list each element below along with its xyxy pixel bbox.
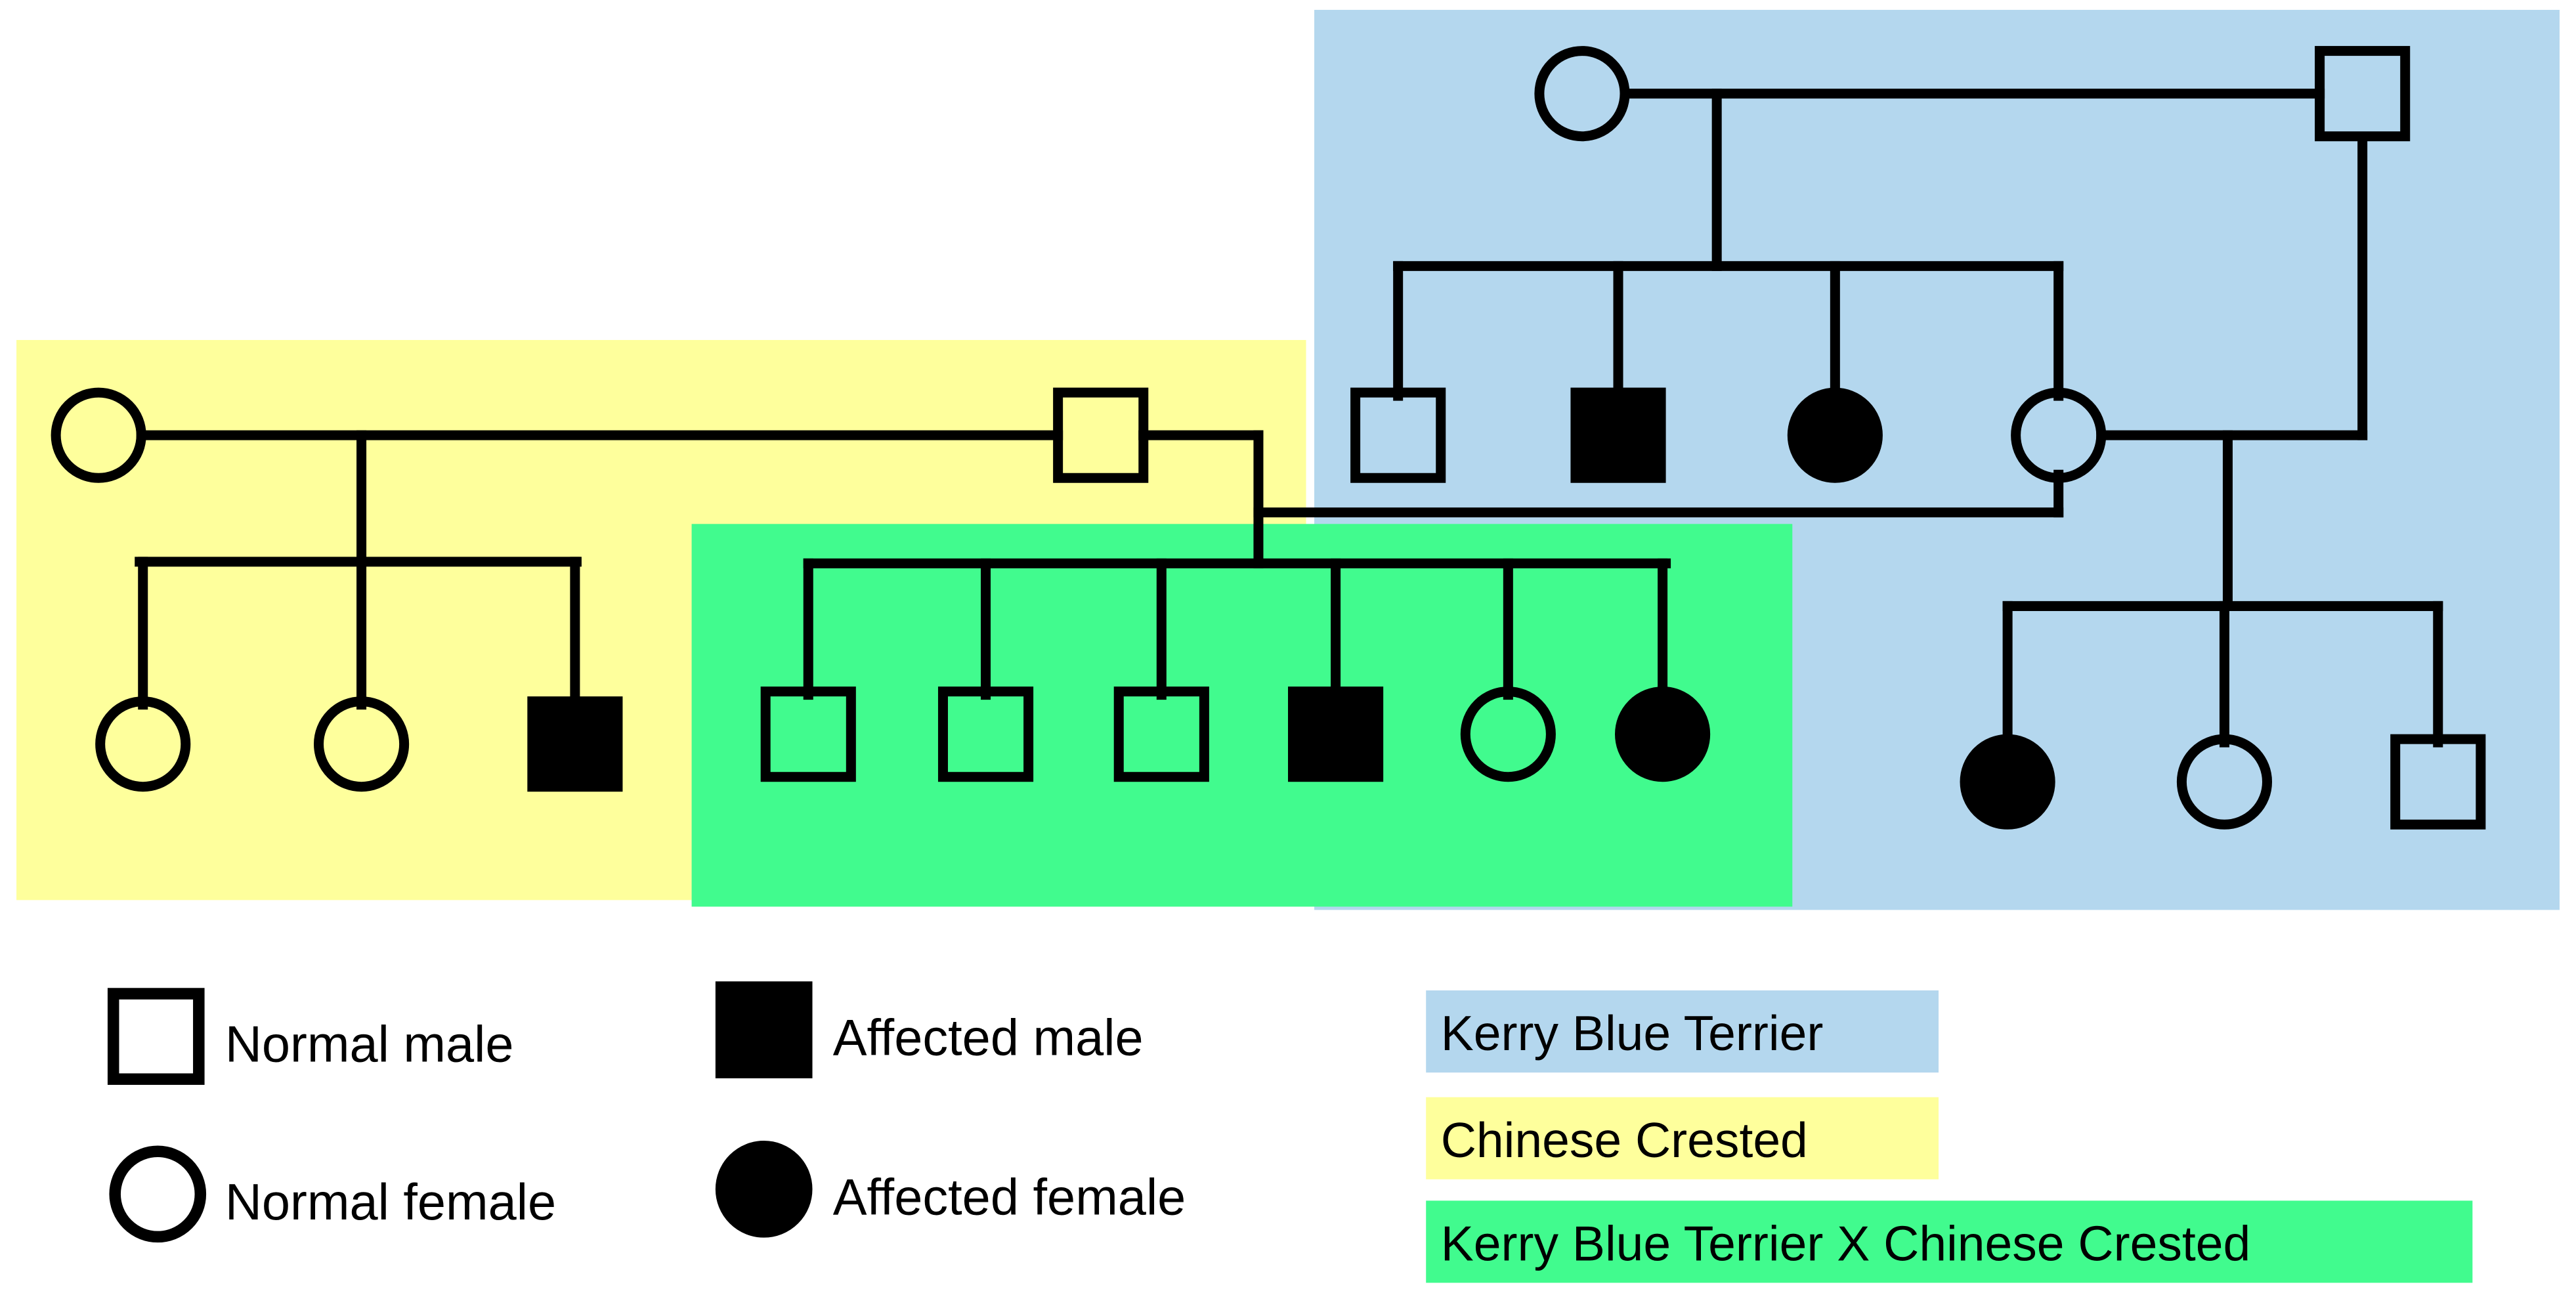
- breed-swatch-kerry-blue-terrier: Kerry Blue Terrier: [1426, 990, 1939, 1073]
- breed-swatch-rect: [1426, 1097, 1939, 1179]
- legend-item-affected-female: Affected female: [715, 1141, 1186, 1238]
- region-cross: [691, 524, 1793, 907]
- legend-label: Affected female: [833, 1169, 1186, 1225]
- legend-label: Affected male: [833, 1010, 1144, 1067]
- individual-cross-son-3: [1113, 687, 1209, 782]
- individual-kbt-backcross-daughter-affected: [1960, 734, 2055, 830]
- normal-male-icon: [107, 988, 205, 1085]
- breed-swatch-label: Kerry Blue Terrier: [1441, 1005, 1824, 1061]
- breed-swatch-rect: [1426, 1200, 2473, 1283]
- individual-kbt-son-affected: [1570, 387, 1666, 483]
- individual-kbt-backcross-son-normal: [2390, 734, 2486, 830]
- individual-kbt-founder-male: [2315, 46, 2411, 142]
- individual-cross-son-1: [760, 687, 856, 782]
- breed-swatch-label: Kerry Blue Terrier X Chinese Crested: [1441, 1216, 2250, 1271]
- individual-cross-daughter-affected: [1615, 687, 1711, 782]
- legend-label: Normal female: [225, 1174, 556, 1231]
- breed-swatch-label: Chinese Crested: [1441, 1112, 1808, 1168]
- pedigree-lines-layer: [135, 89, 2443, 748]
- legend-item-normal-female: Normal female: [109, 1145, 556, 1243]
- individual-cross-daughter-normal: [1460, 687, 1556, 782]
- breed-swatch-cross: Kerry Blue Terrier X Chinese Crested: [1426, 1200, 2473, 1283]
- individual-cross-son-2: [937, 687, 1034, 782]
- affected-male-icon: [715, 981, 813, 1078]
- legend-item-affected-male: Affected male: [715, 981, 1144, 1078]
- individual-kbt-daughter-affected: [1787, 387, 1883, 483]
- normal-female-icon: [109, 1145, 207, 1243]
- affected-female-icon: [715, 1141, 813, 1238]
- legend-label: Normal male: [225, 1017, 514, 1073]
- individual-kbt-backcross-daughter-normal: [2176, 734, 2273, 830]
- breed-swatch-chinese-crested: Chinese Crested: [1426, 1097, 1939, 1179]
- individual-cc-daughter-2: [313, 696, 410, 792]
- individual-cc-founder-male: [1053, 387, 1149, 483]
- breed-swatch-rect: [1426, 990, 1939, 1073]
- individual-cc-son-affected: [527, 696, 623, 792]
- individuals-layer: [51, 46, 2486, 830]
- individual-cross-son-affected: [1288, 687, 1384, 782]
- legend-item-normal-male: Normal male: [107, 988, 514, 1085]
- individual-cc-daughter-1: [95, 696, 191, 792]
- individual-kbt-son-normal: [1350, 387, 1446, 483]
- individual-cc-founder-female: [51, 387, 146, 483]
- individual-kbt-daughter-normal: [2011, 387, 2107, 483]
- individual-kbt-founder-female: [1534, 46, 1630, 142]
